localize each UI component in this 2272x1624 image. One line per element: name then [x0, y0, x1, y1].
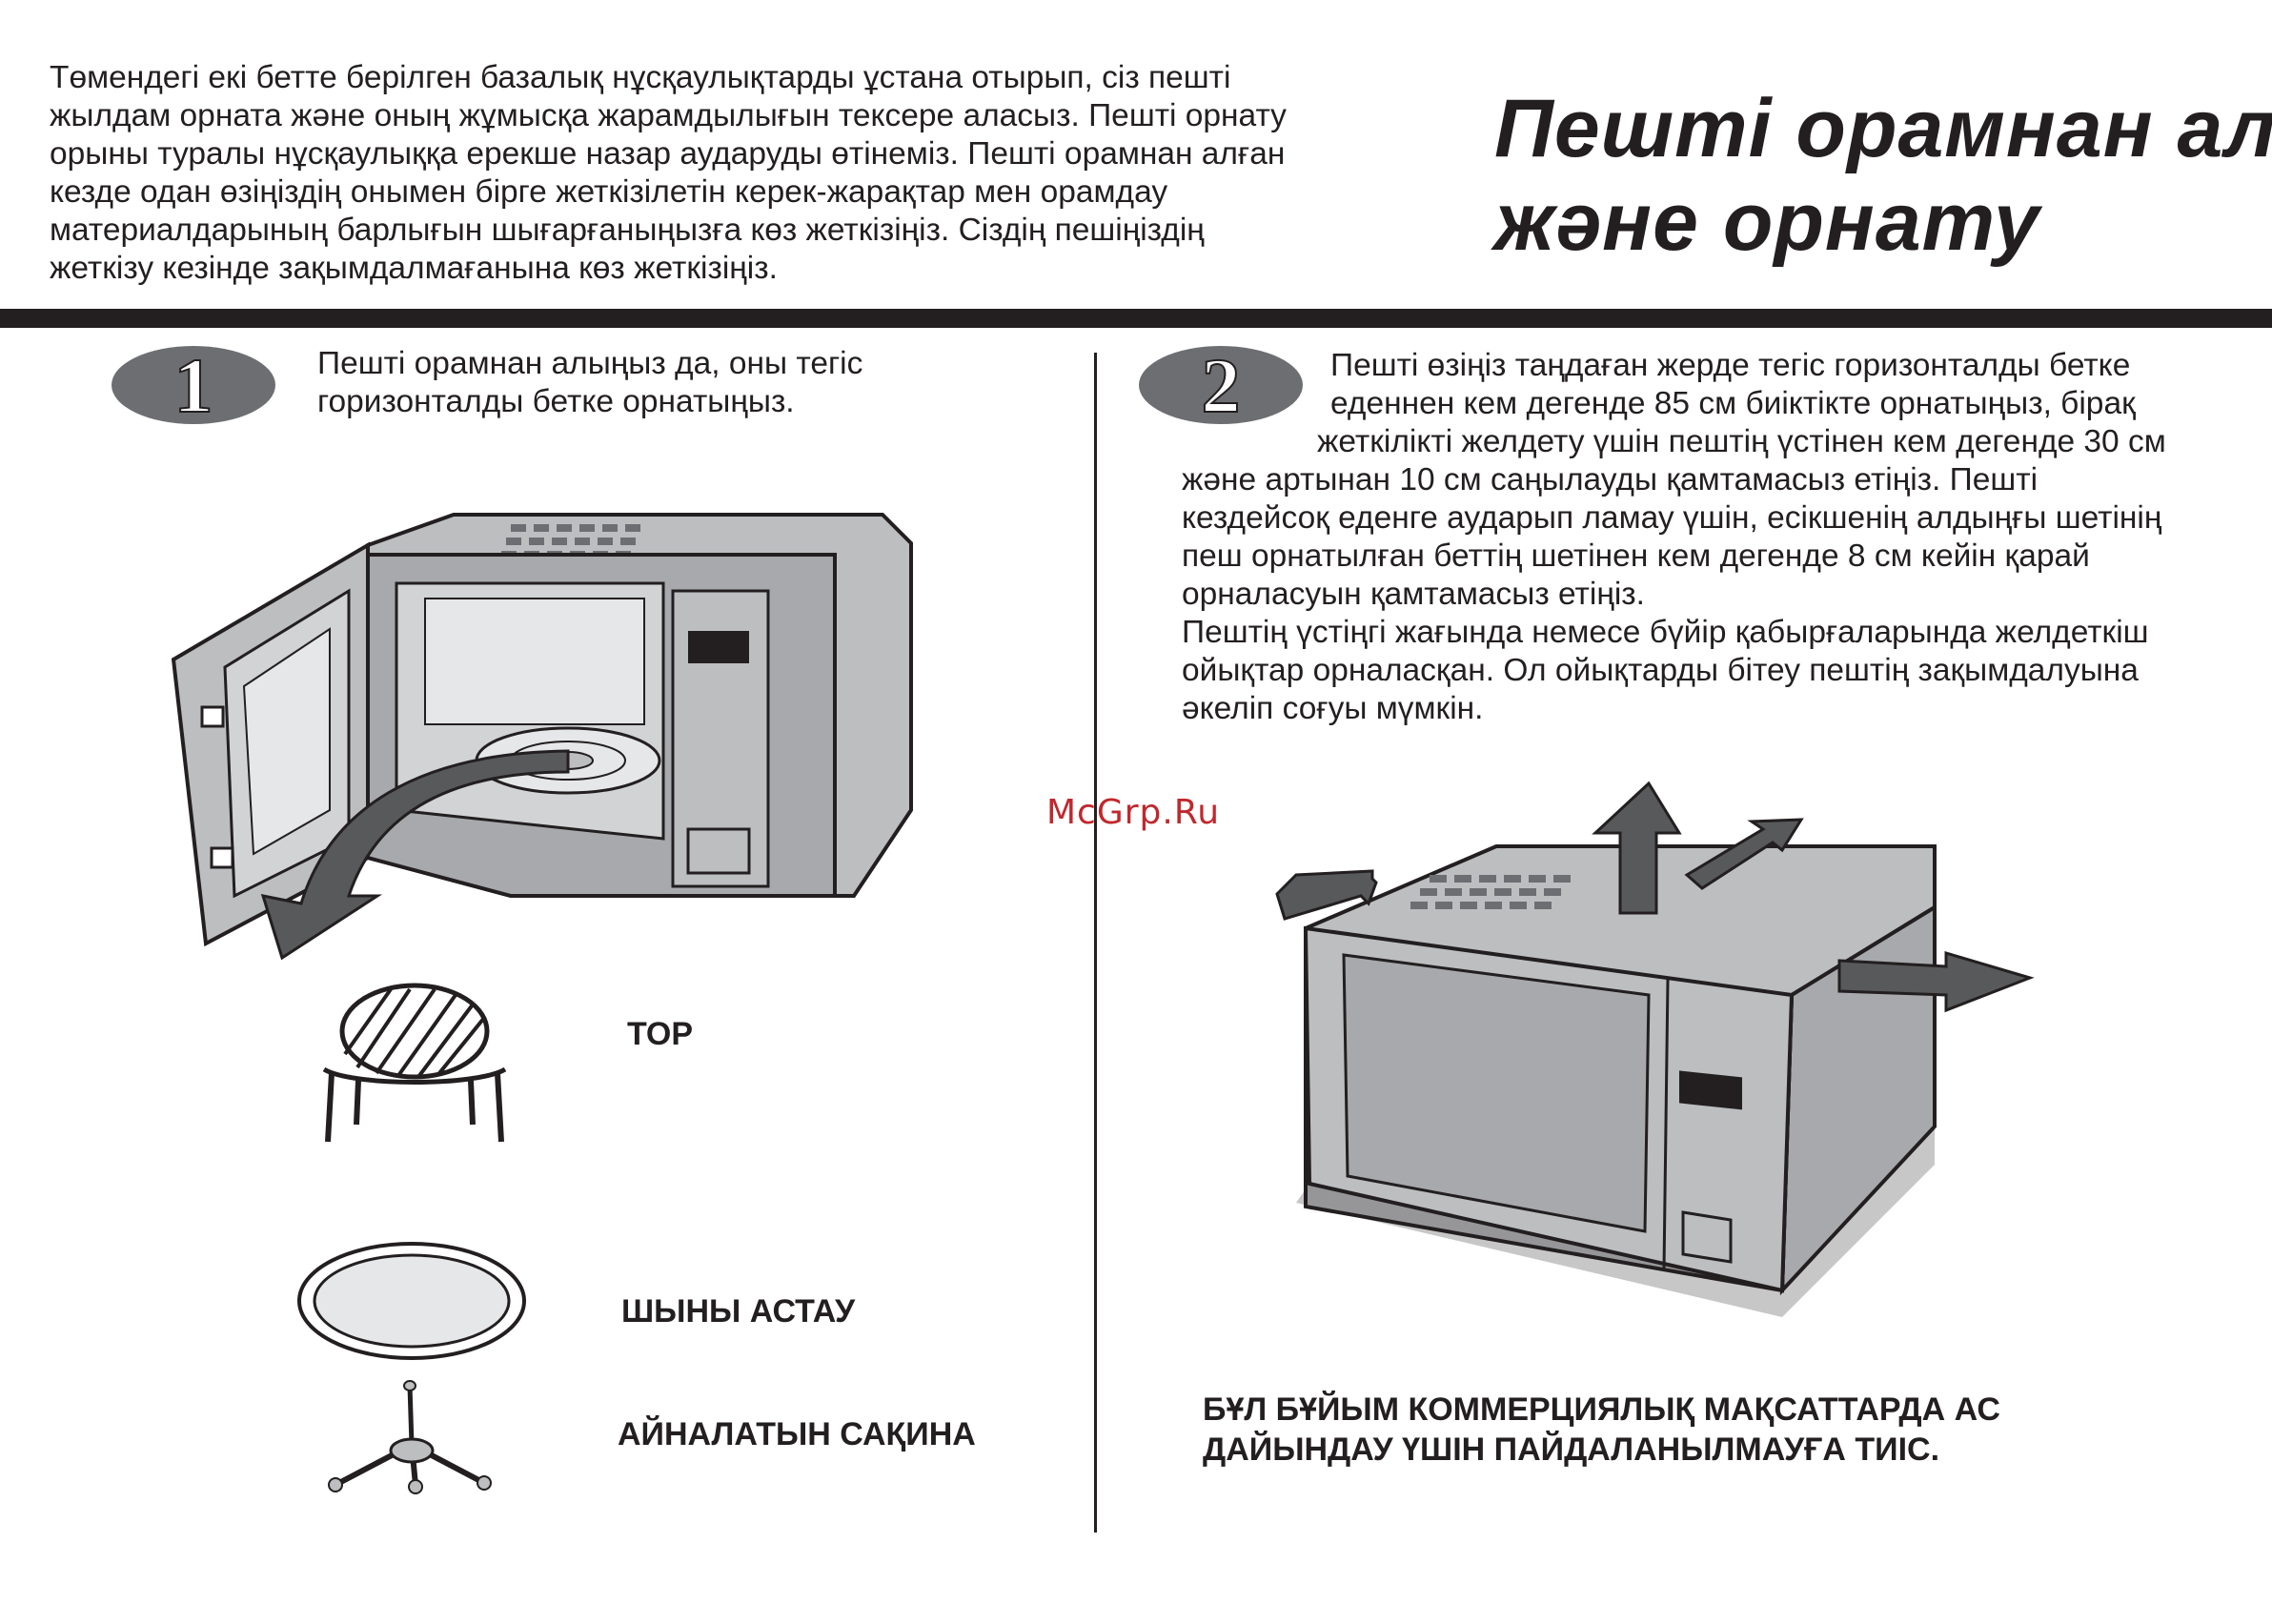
step-2-line: кездейсоқ еденге аударып ламау үшін, есі… — [1182, 500, 2162, 536]
page-title-line-1: Пешті орамнан алу — [1494, 83, 2272, 174]
intro-line: кезде одан өзіңіздің онымен бірге жеткіз… — [50, 174, 1168, 210]
intro-line: материалдарының барлығын шығарғаныңызға … — [50, 213, 1205, 248]
step-2-line: әкеліп соғуы мүмкін. — [1182, 691, 1484, 726]
step-2-number: 2 — [1202, 342, 1241, 429]
step-2-line: орналасуын қамтамасыз етіңіз. — [1182, 577, 1645, 612]
rack-illustration — [322, 983, 507, 1143]
glass-tray-illustration — [297, 1242, 526, 1360]
warning-line-2: ДАЙЫНДАУ ҮШІН ПАЙДАЛАНЫЛМАУҒА ТИІС. — [1203, 1431, 1940, 1468]
watermark: McGrp.Ru — [1046, 793, 1221, 832]
step-2-line: Пештің үстіңгі жағында немесе бүйір қабы… — [1182, 615, 2149, 650]
rack-label: ТОР — [627, 1016, 694, 1052]
rotating-ring-illustration — [328, 1380, 492, 1494]
commercial-use-warning: БҰЛ БҰЙЫМ КОММЕРЦИЯЛЫҚ МАҚСАТТАРДА АС ДА… — [1203, 1390, 2000, 1470]
step-1-badge: 1 — [112, 341, 275, 430]
intro-line: орыны туралы нұсқаулыққа ерекше назар ау… — [50, 136, 1286, 172]
warning-line-1: БҰЛ БҰЙЫМ КОММЕРЦИЯЛЫҚ МАҚСАТТАРДА АС — [1203, 1391, 2000, 1428]
step-2-line: еденнен кем дегенде 85 см биіктікте орна… — [1330, 386, 2136, 421]
step-2-line: пеш орнатылған беттің шетінен кем дегенд… — [1182, 538, 2090, 574]
step-1-line: Пешті орамнан алыңыз да, оны тегіс — [317, 346, 863, 381]
step-1-number: 1 — [174, 342, 213, 429]
step-1-instructions: Пешті орамнан алыңыз да, оны тегіс гориз… — [317, 345, 862, 421]
intro-paragraph: Төмендегі екі бетте берілген базалық нұс… — [50, 59, 1412, 288]
column-divider — [1094, 353, 1097, 1533]
glass-tray-label: ШЫНЫ АСТАУ — [621, 1293, 856, 1330]
step-2-line: жеткілікті желдету үшін пештің үстінен к… — [1317, 424, 2166, 459]
page-title: Пешті орамнан алу және орнату — [1494, 82, 2272, 269]
step-1-line: горизонталды бетке орнатыңыз. — [317, 384, 795, 419]
step-2-line: және артынан 10 см саңылауды қамтамасыз … — [1182, 462, 2039, 497]
step-2-line: Пешті өзіңіз таңдаған жерде тегіс горизо… — [1330, 348, 2131, 383]
intro-line: жылдам орната және оның жұмысқа жарамдыл… — [50, 98, 1287, 133]
header-divider — [0, 309, 2272, 328]
step-2-badge: 2 — [1139, 341, 1303, 430]
step-2-line: ойықтар орналасқан. Ол ойықтарды бітеу п… — [1182, 653, 2139, 688]
page-title-line-2: және орнату — [1494, 176, 2040, 268]
intro-line: жеткізу кезінде зақымдалмағанына көз жет… — [50, 251, 778, 286]
closed-microwave-illustration — [1275, 781, 2035, 1317]
intro-line: Төмендегі екі бетте берілген базалық нұс… — [50, 60, 1231, 95]
open-microwave-illustration — [171, 513, 913, 961]
rotating-ring-label: АЙНАЛАТЫН САҚИНА — [618, 1416, 976, 1452]
step-2-instructions: Пешті өзіңіз таңдаған жерде тегіс горизо… — [1182, 347, 2166, 728]
